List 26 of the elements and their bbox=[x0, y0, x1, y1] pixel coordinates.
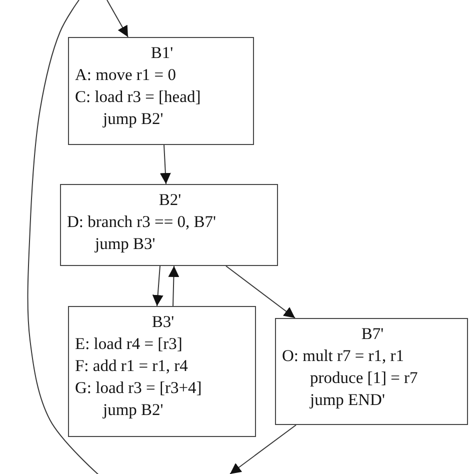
code-block-box bbox=[275, 318, 468, 425]
arrow bbox=[230, 424, 296, 474]
instruction-line: produce [1] = r7 bbox=[309, 367, 419, 389]
instruction-line: jump B2' bbox=[102, 108, 164, 130]
block-title: B1' bbox=[150, 42, 174, 64]
arrow bbox=[168, 266, 180, 306]
instruction-line: A: move r1 = 0 bbox=[75, 64, 177, 86]
instruction-line: jump END' bbox=[308, 389, 386, 411]
code-block-box bbox=[60, 184, 278, 266]
block-title: B3' bbox=[150, 311, 176, 333]
arrow bbox=[226, 266, 296, 318]
arrow bbox=[160, 144, 171, 184]
instruction-line: E: load r4 = [r3] bbox=[75, 333, 184, 355]
instruction-line: O: mult r7 = r1, r1 bbox=[282, 345, 406, 367]
instruction-line: D: branch r3 == 0, B7' bbox=[67, 211, 217, 233]
instruction-line: G: load r3 = [r3+4] bbox=[75, 377, 203, 399]
block-title: B7' bbox=[360, 323, 385, 345]
code-block-box bbox=[68, 306, 256, 437]
instruction-line: jump B3' bbox=[94, 233, 156, 255]
code-block-box bbox=[68, 37, 254, 145]
instruction-line: jump B2' bbox=[102, 399, 164, 421]
instruction-line: C: load r3 = [head] bbox=[75, 86, 202, 108]
arrow bbox=[106, 0, 128, 38]
instruction-line: F: add r1 = r1, r4 bbox=[75, 355, 189, 377]
arrow bbox=[152, 266, 164, 306]
block-title: B2' bbox=[158, 189, 182, 211]
